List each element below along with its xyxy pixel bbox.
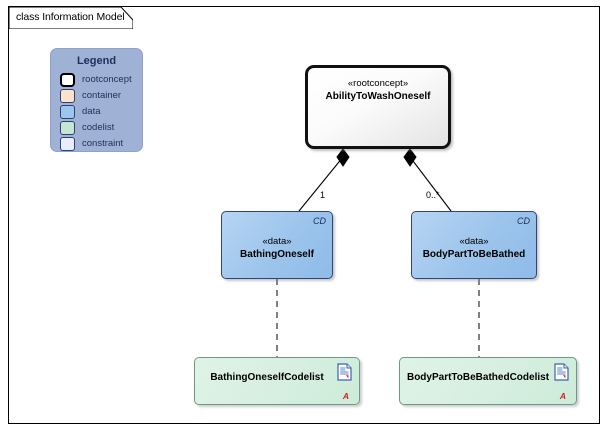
document-icon	[554, 363, 569, 381]
class-node-bathingoneselfcodelist[interactable]: BathingOneselfCodelist A	[194, 357, 360, 405]
legend-label-data: data	[82, 106, 101, 117]
legend-label-codelist: codelist	[82, 122, 115, 133]
legend-label-rootconcept: rootconcept	[82, 74, 132, 85]
class-corner-tag: CD	[517, 216, 530, 226]
legend-item-data: data	[60, 105, 144, 120]
class-node-body	[305, 65, 451, 149]
class-name: BathingOneselfCodelist	[210, 372, 324, 383]
legend-swatch-constraint	[60, 137, 75, 151]
class-node-body	[399, 357, 577, 405]
legend-box: Legend rootconcept container data codeli…	[50, 48, 143, 152]
frame-tab-shape	[9, 7, 133, 29]
legend-swatch-codelist	[60, 121, 75, 135]
class-name: BathingOneself	[240, 249, 314, 260]
legend-item-container: container	[60, 89, 144, 104]
legend-label-constraint: constraint	[82, 138, 124, 149]
composition-line-bodypart	[409, 156, 452, 212]
class-stereotype: «data»	[459, 236, 489, 247]
legend-label-container: container	[82, 90, 122, 101]
multiplicity-label-bodypart: 0..*	[426, 190, 440, 200]
legend-swatch-data	[60, 105, 75, 119]
class-node-body	[221, 211, 333, 279]
legend-item-codelist: codelist	[60, 121, 144, 136]
composition-line-bathing	[298, 156, 344, 212]
class-node-bathingoneself[interactable]: CD «data» BathingOneself	[221, 211, 333, 279]
multiplicity-label-bathing: 1	[320, 190, 326, 200]
legend-title: Legend	[76, 55, 117, 67]
class-name: BodyPartToBeBathedCodelist	[406, 372, 550, 383]
legend-item-constraint: constraint	[60, 137, 144, 152]
diagram-title: class Information Model	[16, 11, 125, 23]
legend-item-rootconcept: rootconcept	[60, 73, 144, 88]
class-name: BodyPartToBeBathed	[422, 249, 526, 260]
constraint-marker: A	[559, 390, 566, 401]
legend-swatch-rootconcept	[60, 73, 75, 87]
class-stereotype: «rootconcept»	[347, 78, 409, 89]
class-name: AbilityToWashOneself	[325, 91, 431, 102]
class-corner-tag: CD	[313, 216, 326, 226]
class-node-bodyparttobebathedcodelist[interactable]: BodyPartToBeBathedCodelist A	[399, 357, 577, 405]
class-stereotype: «data»	[262, 236, 292, 247]
class-node-abilitytowashoneself[interactable]: «rootconcept» AbilityToWashOneself	[305, 65, 451, 149]
class-node-body	[411, 211, 537, 279]
document-icon	[337, 363, 352, 381]
class-node-bodyparttobebathed[interactable]: CD «data» BodyPartToBeBathed	[411, 211, 537, 279]
class-node-body	[194, 357, 360, 405]
legend-swatch-container	[60, 89, 75, 103]
constraint-marker: A	[342, 390, 349, 401]
composition-diamond-bathing	[336, 148, 350, 167]
diagram-frame-tab: class Information Model	[9, 7, 133, 29]
composition-diamond-bodypart	[403, 148, 417, 167]
diagram-canvas: class Information Model 1 0..* Legend ro…	[8, 6, 600, 424]
